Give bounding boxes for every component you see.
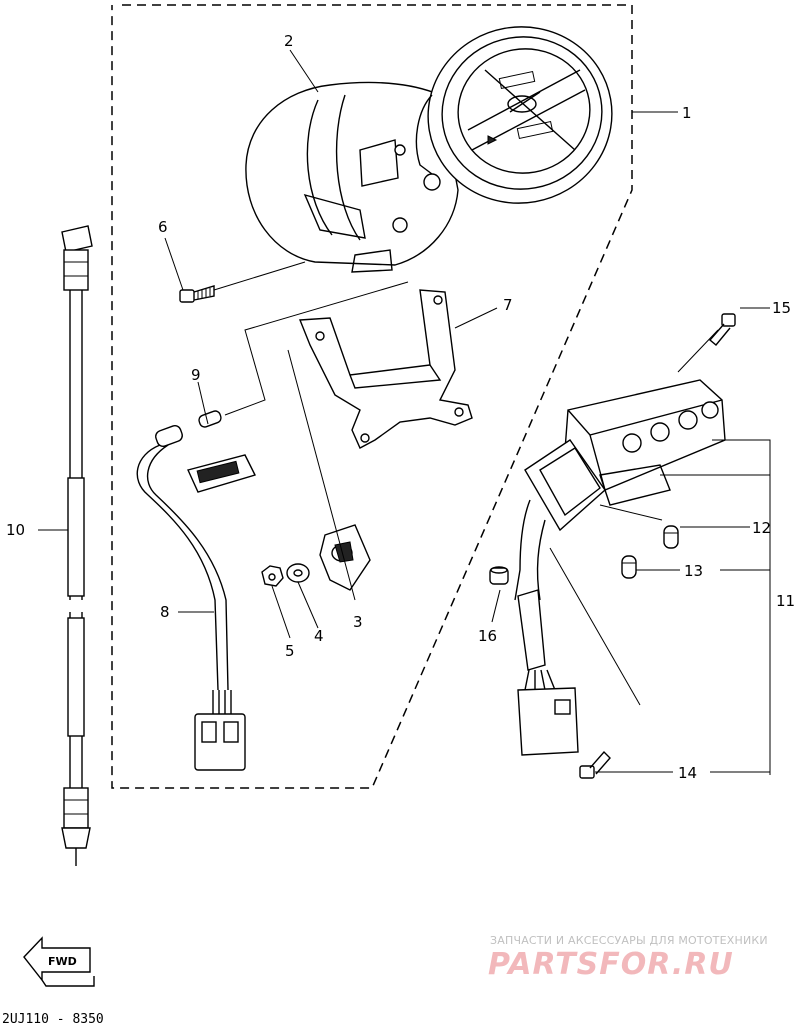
callout-12: 12 [752,519,771,537]
fwd-label: FWD [48,955,77,968]
assembly-boundary [111,4,633,789]
part-3-holder [319,524,371,591]
callout-10: 10 [6,521,25,539]
part-11-indicator-assembly [514,379,726,756]
callout-6: 6 [158,218,168,236]
callout-11: 11 [776,592,795,610]
part-14-screw [579,750,611,779]
part-10-speedometer-cable [61,225,93,866]
callout-2: 2 [284,32,294,50]
part-5-nut [261,565,284,587]
part-12-bulb [663,525,679,549]
callout-3: 3 [353,613,363,631]
part-16-grommet [489,566,509,585]
part-13-bulb [621,555,637,579]
part-6-screw [179,261,306,303]
part-8-lead-wire [136,425,256,771]
callout-1: 1 [682,104,692,122]
diagram-code: 2UJ110 - 8350 [2,1012,104,1027]
part-1-speedometer [394,26,613,204]
watermark-logo: PARTSFOR.RU [488,947,734,982]
fwd-direction-arrow: FWD [23,936,95,987]
part-9-bulb [198,410,222,428]
callout-7: 7 [503,296,513,314]
callout-14: 14 [678,764,697,782]
part-2-meter-case [245,81,459,273]
callout-16: 16 [478,627,497,645]
callout-15: 15 [772,299,791,317]
part-4-washer [286,563,310,583]
part-15-screw [709,313,736,346]
watermark-tagline: ЗАПЧАСТИ И АКСЕССУАРЫ ДЛЯ МОТОТЕХНИКИ [490,934,768,947]
leader-lines [38,49,771,775]
part-7-bracket [298,289,473,449]
callout-4: 4 [314,627,324,645]
callout-13: 13 [684,562,703,580]
callout-8: 8 [160,603,170,621]
callout-9: 9 [191,366,201,384]
callout-5: 5 [285,642,295,660]
